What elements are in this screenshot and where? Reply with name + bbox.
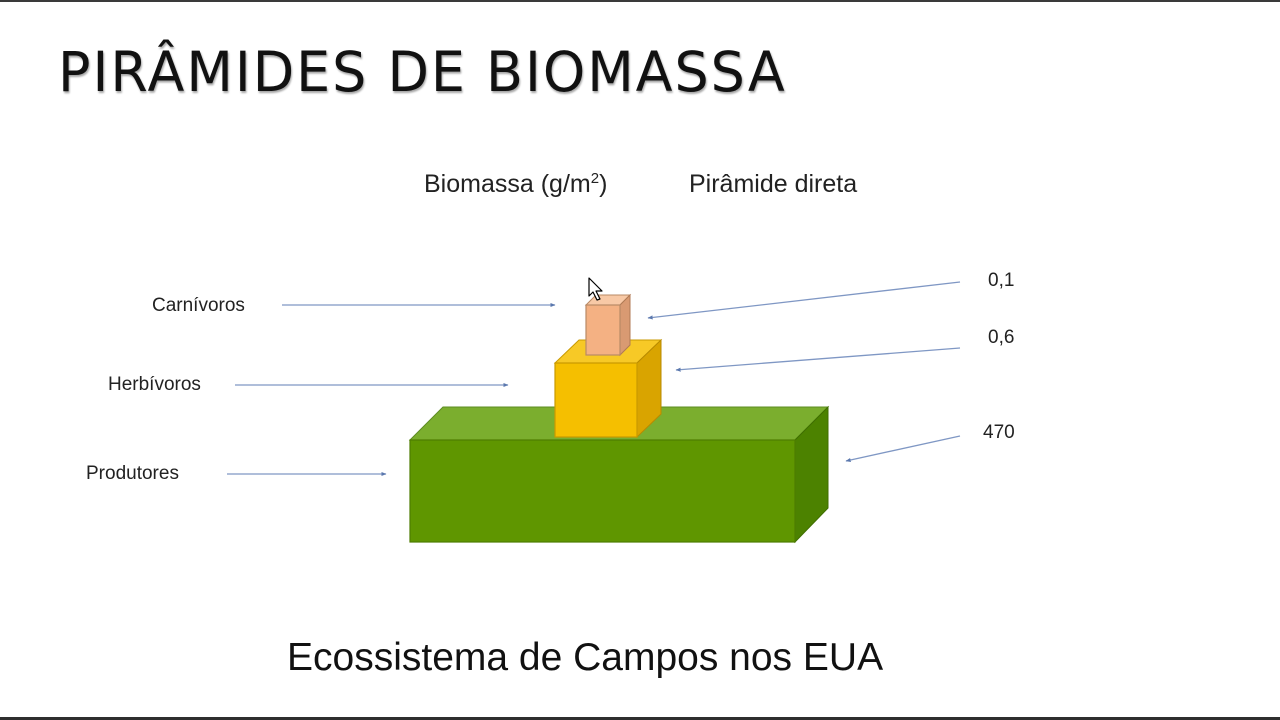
producers-value-arrow bbox=[845, 435, 961, 463]
top-border bbox=[0, 0, 1280, 2]
pyramid-type-label: Pirâmide direta bbox=[689, 170, 858, 198]
unit-label-exponent: 2 bbox=[590, 170, 600, 187]
level-label-herbivores: Herbívoros bbox=[108, 374, 201, 395]
herbivores-value-arrow bbox=[675, 347, 961, 372]
level-label-producers: Produtores bbox=[86, 463, 179, 484]
bottom-border bbox=[0, 717, 1280, 720]
level-label-carnivores: Carnívoros bbox=[152, 295, 245, 316]
carnivores-value-arrow bbox=[647, 281, 961, 320]
carnivores-block bbox=[584, 293, 632, 357]
unit-label-suffix: ) bbox=[599, 170, 608, 198]
slide-title: PIRÂMIDES DE BIOMASSA bbox=[58, 40, 787, 104]
unit-label-prefix: Biomassa (g/m bbox=[424, 170, 591, 198]
mouse-cursor-icon bbox=[588, 277, 603, 301]
unit-label: Biomassa (g/m2) bbox=[424, 170, 607, 199]
herbivores-block bbox=[553, 338, 663, 439]
level-value-producers: 470 bbox=[983, 422, 1015, 443]
level-value-carnivores: 0,1 bbox=[988, 270, 1015, 291]
ecosystem-caption: Ecossistema de Campos nos EUA bbox=[287, 636, 884, 679]
level-value-herbivores: 0,6 bbox=[988, 327, 1015, 348]
